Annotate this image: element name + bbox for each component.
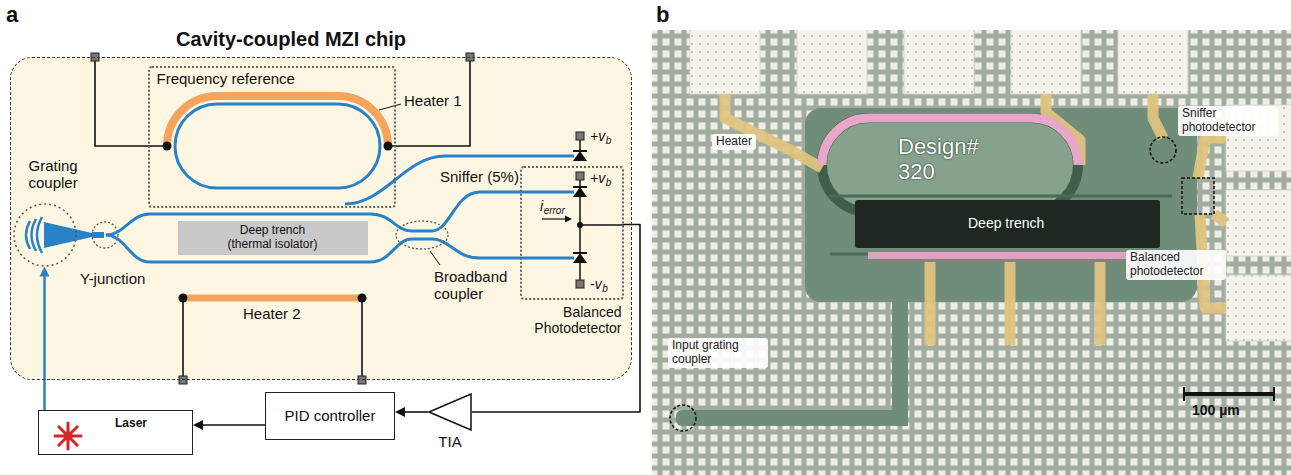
photo-tag: Heater: [712, 134, 756, 150]
arrowhead: [395, 407, 405, 417]
pin-label: -v: [590, 276, 602, 292]
label-anchor: b: [606, 135, 612, 147]
photo-tag: Sniffer photodetector: [1178, 106, 1278, 136]
label-anchor: b: [606, 177, 612, 189]
node-text: Balanced Photodetector: [522, 304, 622, 336]
dotted-circle: [14, 204, 76, 266]
label-anchor: Broadband coupler: [434, 268, 514, 303]
arrowhead: [40, 267, 50, 277]
connector: [40, 267, 50, 411]
grating-coupler: Grating coupler: [13, 203, 77, 267]
chip-outline: Cavity-coupled MZI chipFrequency referen…: [10, 57, 632, 380]
dotted-circle-outline: [13, 203, 77, 267]
controller-box: PID controller: [265, 392, 395, 440]
connector: [472, 225, 640, 413]
label-anchor: Heater 1: [404, 92, 462, 109]
label-anchor: error: [544, 205, 565, 217]
arrowhead: [193, 420, 203, 430]
panel-letter: b: [656, 2, 669, 27]
pin-label: +v: [590, 170, 605, 186]
node-text: Laser: [115, 417, 147, 431]
connector: [395, 407, 428, 417]
label-anchor: 100 µm: [1192, 402, 1240, 418]
label-anchor: Design# 320: [898, 134, 1010, 185]
pin-subscript: b: [606, 177, 612, 189]
scale-label: 100 µm: [1192, 402, 1240, 418]
amplifier-symbol: [428, 393, 472, 431]
label-anchor: +v: [590, 128, 605, 144]
photo-tag: Input grating coupler: [668, 338, 768, 368]
node-text: Frequency reference: [157, 70, 295, 87]
triangle: [429, 394, 471, 430]
callout-label: Sniffer (5%): [440, 168, 519, 185]
node-text: TIA: [428, 433, 472, 450]
photo-label: Deep trench: [968, 215, 1044, 231]
node-text: Grating coupler: [29, 157, 95, 192]
label-anchor: Sniffer (5%): [440, 168, 519, 185]
laser-box: Laser: [38, 410, 193, 455]
label-anchor: Sniffer photodetector: [1178, 106, 1278, 136]
pin-label: +v: [590, 128, 605, 144]
chip-engraving: Design# 320: [898, 134, 1010, 185]
label-anchor: Y-junction: [80, 270, 145, 287]
label-anchor: i: [540, 198, 543, 214]
callout-label: Broadband coupler: [434, 268, 514, 303]
callout-label: Y-junction: [80, 270, 145, 287]
label-anchor: a: [6, 2, 18, 27]
callout-label: Heater 2: [243, 305, 301, 322]
connector-line: [200, 424, 265, 426]
label-anchor: +v: [590, 170, 605, 186]
label-anchor: b: [602, 283, 608, 295]
label-anchor: Heater: [712, 134, 756, 150]
label-anchor: Balanced photodetector: [1126, 250, 1226, 280]
trench-box: Deep trench (thermal isolator): [178, 221, 368, 255]
callout-label: Heater 1: [404, 92, 462, 109]
connector-line: [43, 274, 46, 411]
pin-subscript: b: [606, 135, 612, 147]
chip-micrograph: [652, 30, 1291, 475]
node-text: Deep trench (thermal isolator): [217, 224, 329, 252]
node-text: PID controller: [285, 407, 376, 424]
connector-line: [402, 411, 428, 413]
label-anchor: b: [656, 2, 669, 27]
connector-line: [472, 225, 640, 413]
signal-subscript: error: [544, 205, 565, 217]
region-box: Frequency reference: [148, 66, 396, 208]
pin-subscript: b: [602, 283, 608, 295]
label-anchor: Input grating coupler: [668, 338, 768, 368]
signal-label: i: [540, 198, 543, 214]
photo-tag: Balanced photodetector: [1126, 250, 1226, 280]
label-anchor: -v: [590, 276, 602, 292]
panel-letter: a: [6, 2, 18, 27]
node-text: Cavity-coupled MZI chip: [151, 28, 431, 51]
chip-schematic: [10, 53, 632, 449]
amplifier-triangle: TIA: [428, 393, 472, 431]
label-anchor: Deep trench: [968, 215, 1044, 231]
connector: [193, 420, 265, 430]
label-anchor: Heater 2: [243, 305, 301, 322]
